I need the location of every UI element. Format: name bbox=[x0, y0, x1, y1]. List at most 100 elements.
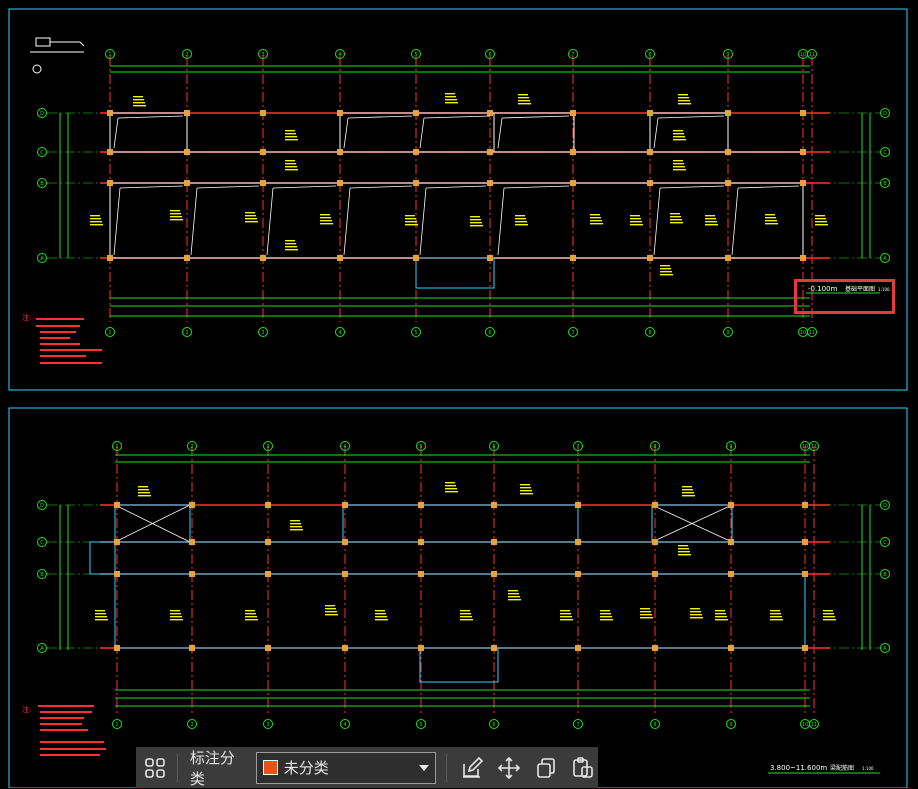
column-marker bbox=[802, 571, 808, 577]
column-marker bbox=[652, 502, 658, 508]
grid-axis-label: 8 bbox=[653, 444, 656, 450]
column-marker bbox=[265, 571, 271, 577]
toolbar-divider bbox=[176, 753, 178, 782]
grid-axis-label: D bbox=[40, 503, 44, 509]
column-marker bbox=[260, 110, 266, 116]
column-marker bbox=[725, 149, 731, 155]
grid-axis-label: 11 bbox=[809, 52, 815, 58]
column-marker bbox=[107, 255, 113, 261]
grid-axis-label: 6 bbox=[488, 52, 491, 58]
category-label: 标注分类 bbox=[189, 748, 235, 788]
category-select[interactable]: 未分类 bbox=[255, 751, 436, 784]
grid-axis-label: 5 bbox=[419, 722, 422, 728]
grid-axis-label: 2 bbox=[190, 444, 193, 450]
grid-axis-label: 1 bbox=[108, 330, 111, 336]
category-select-value: 未分类 bbox=[283, 759, 329, 777]
grid-icon[interactable] bbox=[140, 752, 171, 784]
column-marker bbox=[652, 571, 658, 577]
grid-axis-label: B bbox=[883, 181, 887, 187]
annotation-toolbar: 标注分类 未分类 bbox=[136, 747, 598, 788]
column-marker bbox=[342, 502, 348, 508]
column-marker bbox=[337, 149, 343, 155]
top-elevation-label: -0.100m bbox=[808, 285, 838, 293]
column-marker bbox=[491, 571, 497, 577]
column-marker bbox=[418, 539, 424, 545]
column-marker bbox=[184, 180, 190, 186]
column-marker bbox=[337, 180, 343, 186]
column-marker bbox=[570, 180, 576, 186]
column-marker bbox=[260, 255, 266, 261]
column-marker bbox=[189, 539, 195, 545]
selected-annotation-box[interactable] bbox=[794, 279, 895, 314]
grid-axis-label: B bbox=[40, 572, 44, 578]
grid-axis-label: D bbox=[883, 503, 887, 509]
paste-icon[interactable] bbox=[567, 752, 598, 784]
section-legend-symbol bbox=[30, 37, 85, 74]
grid-axis-label: 8 bbox=[653, 722, 656, 728]
grid-axis-label: 5 bbox=[414, 52, 417, 58]
column-marker bbox=[413, 255, 419, 261]
column-marker bbox=[800, 255, 806, 261]
grid-axis-label: 9 bbox=[729, 722, 732, 728]
column-marker bbox=[491, 539, 497, 545]
column-marker bbox=[114, 571, 120, 577]
grid-axis-label: C bbox=[883, 150, 887, 156]
column-marker bbox=[418, 502, 424, 508]
grid-axis-label: A bbox=[40, 646, 44, 652]
column-marker bbox=[647, 255, 653, 261]
column-marker bbox=[491, 645, 497, 651]
column-marker bbox=[725, 180, 731, 186]
grid-axis-label: 2 bbox=[185, 52, 188, 58]
column-marker bbox=[728, 571, 734, 577]
grid-axis-label: 11 bbox=[809, 330, 815, 336]
grid-axis-label: A bbox=[883, 256, 887, 262]
column-marker bbox=[647, 149, 653, 155]
column-marker bbox=[802, 539, 808, 545]
grid-axis-label: 3 bbox=[266, 722, 269, 728]
top-sheet-frame bbox=[8, 8, 908, 391]
grid-axis-label: 8 bbox=[648, 52, 651, 58]
column-marker bbox=[342, 539, 348, 545]
grid-axis-label: 9 bbox=[726, 330, 729, 336]
grid-axis-label: 9 bbox=[729, 444, 732, 450]
column-marker bbox=[725, 110, 731, 116]
grid-axis-label: 2 bbox=[185, 330, 188, 336]
category-color-swatch bbox=[262, 760, 278, 775]
column-marker bbox=[487, 149, 493, 155]
edit-icon[interactable] bbox=[457, 752, 488, 784]
column-marker bbox=[652, 645, 658, 651]
bottom-elevation-label: 3.800~11.600m bbox=[770, 764, 827, 772]
copy-icon[interactable] bbox=[530, 752, 561, 784]
grid-axis-label: 10 bbox=[800, 330, 806, 336]
column-marker bbox=[575, 571, 581, 577]
column-marker bbox=[184, 149, 190, 155]
column-marker bbox=[114, 539, 120, 545]
move-icon[interactable] bbox=[493, 752, 524, 784]
grid-axis-label: 4 bbox=[343, 722, 346, 728]
column-marker bbox=[184, 110, 190, 116]
column-marker bbox=[800, 180, 806, 186]
column-marker bbox=[107, 149, 113, 155]
grid-axis-label: C bbox=[40, 540, 44, 546]
column-marker bbox=[728, 539, 734, 545]
grid-axis-label: 7 bbox=[571, 52, 574, 58]
bottom-sheet-frame bbox=[8, 407, 908, 788]
grid-axis-label: 11 bbox=[811, 444, 817, 450]
column-marker bbox=[114, 502, 120, 508]
grid-axis-label: A bbox=[40, 256, 44, 262]
grid-axis-label: 3 bbox=[266, 444, 269, 450]
bottom-notes-title: 注: bbox=[22, 705, 31, 714]
column-marker bbox=[342, 571, 348, 577]
grid-axis-label: 6 bbox=[492, 722, 495, 728]
notes-title: 注: bbox=[22, 313, 31, 322]
column-marker bbox=[491, 502, 497, 508]
column-marker bbox=[728, 502, 734, 508]
grid-axis-label: 3 bbox=[261, 52, 264, 58]
grid-axis-label: 6 bbox=[488, 330, 491, 336]
column-marker bbox=[260, 149, 266, 155]
column-marker bbox=[725, 255, 731, 261]
column-marker bbox=[652, 539, 658, 545]
grid-axis-label: 2 bbox=[190, 722, 193, 728]
